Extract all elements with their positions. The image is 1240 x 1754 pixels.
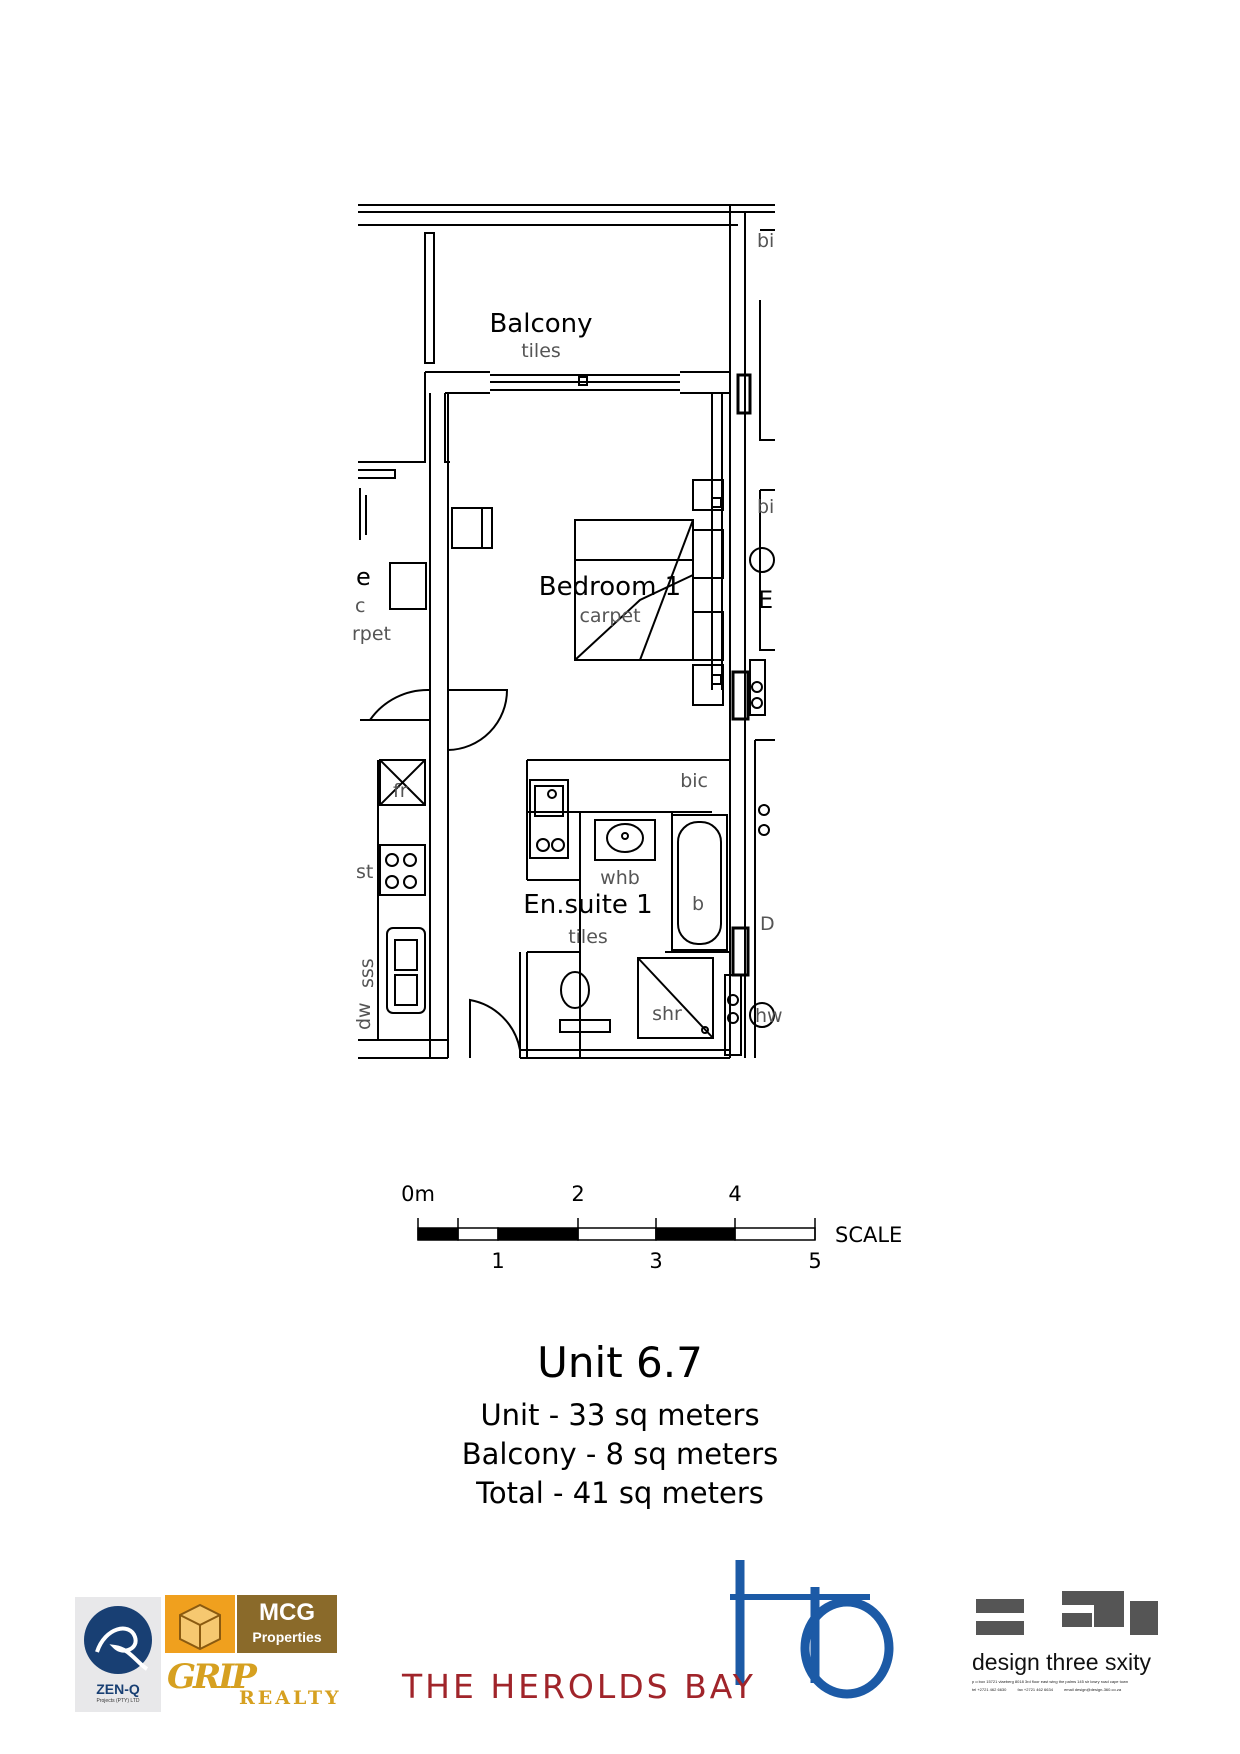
zenq-swirl-icon <box>84 1606 152 1674</box>
herolds-bay-logo: THE HEROLDS BAY <box>400 1555 920 1706</box>
ensuite-label: En.suite 1 <box>523 890 652 920</box>
mcg-logo: MCG Properties <box>165 1595 337 1653</box>
bic-mid-label: bi <box>757 496 774 518</box>
scale-tick-5: 5 <box>808 1249 821 1270</box>
whb-label: whb <box>600 867 640 889</box>
dishwasher-label: dw <box>353 1002 375 1030</box>
neighbour-e-label: E <box>758 586 773 614</box>
scale-bar: 0m 2 4 1 3 5 SCALE <box>401 1182 902 1270</box>
design-blocks-icon <box>976 1591 1158 1635</box>
design-three-sixty-logo: design three sxity p o box 15721 vlaeber… <box>970 1585 1180 1695</box>
zenq-name: ZEN-Q <box>96 1681 140 1697</box>
neighbour-dw-label: D <box>760 913 775 935</box>
hb-monogram-icon <box>730 1560 894 1699</box>
neighbour-e-left-label: e <box>356 563 371 591</box>
unit-area: Unit - 33 sq meters <box>480 1398 760 1432</box>
scale-tick-3: 3 <box>649 1249 662 1270</box>
total-area: Total - 41 sq meters <box>476 1476 764 1510</box>
bic-top-label: bi <box>757 230 774 252</box>
design-address: p o box 15721 vlaeberg 8018 3rd floor ea… <box>972 1679 1129 1684</box>
ensuite-finish: tiles <box>568 926 608 948</box>
mcg-sub: Properties <box>252 1629 322 1645</box>
scale-label: SCALE <box>835 1223 902 1247</box>
unit-title: Unit 6.7 <box>537 1338 703 1387</box>
mcg-box-icon <box>165 1595 235 1653</box>
stove-label: st <box>356 861 373 883</box>
mcg-name: MCG <box>259 1599 315 1626</box>
scale-tick-1: 1 <box>491 1249 504 1270</box>
zenq-logo: ZEN-Q Projects (PTY) LTD <box>75 1597 161 1712</box>
grip-logo: GRIP REALTY <box>165 1657 339 1713</box>
herolds-bay-name: THE HEROLDS BAY <box>402 1667 756 1706</box>
neighbour-c-label: c <box>355 595 365 617</box>
balcony-finish: tiles <box>521 340 561 362</box>
fridge-label: fr <box>393 780 408 802</box>
scale-tick-0m: 0m <box>401 1182 435 1206</box>
bic-kitchen-label: bic <box>680 770 708 792</box>
bath-label: b <box>692 893 704 915</box>
bedroom-label: Bedroom 1 <box>539 572 681 602</box>
neighbour-carpet-label: rpet <box>352 623 391 645</box>
neighbour-hw-label: hw <box>755 1005 783 1027</box>
design-contact: tel +2721 462 6630 fax +2721 462 6634 em… <box>972 1687 1122 1692</box>
scale-tick-4: 4 <box>728 1182 741 1206</box>
bedroom-finish: carpet <box>579 605 640 627</box>
sink-label: sss <box>356 958 378 988</box>
balcony-area: Balcony - 8 sq meters <box>461 1437 779 1471</box>
grip-mark: GRIP <box>167 1657 257 1697</box>
shower-label: shr <box>652 1003 682 1025</box>
scale-tick-2: 2 <box>571 1182 584 1206</box>
balcony-label: Balcony <box>489 309 592 339</box>
zenq-sub: Projects (PTY) LTD <box>96 1698 140 1704</box>
floor-plan: Balcony Bedroom 1 En.suite 1 E e tiles c… <box>352 204 783 1059</box>
grip-word: REALTY <box>239 1687 342 1709</box>
design-name: design three sxity <box>972 1649 1151 1675</box>
